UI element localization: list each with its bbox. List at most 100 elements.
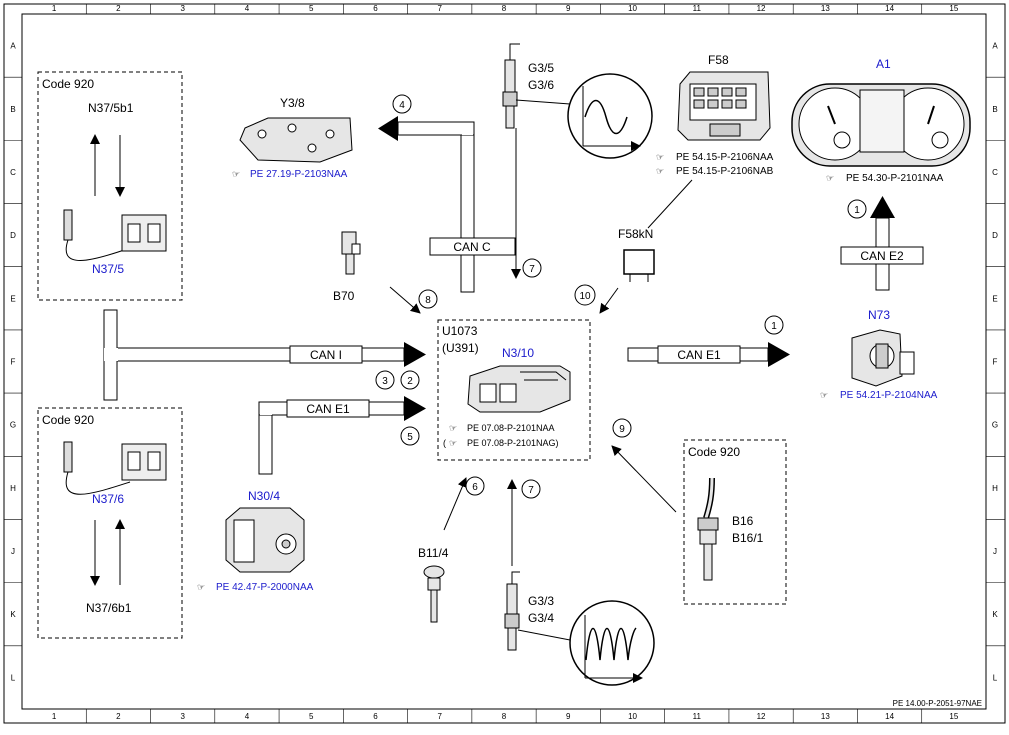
svg-text:4: 4: [399, 100, 405, 111]
grid-column-label-top: 2: [116, 4, 121, 13]
n3-10-label: N3/10: [502, 346, 534, 360]
code-920-label: Code 920: [688, 445, 740, 459]
grid-column-label-top: 15: [949, 4, 958, 13]
code-920-label: Code 920: [42, 413, 94, 427]
b70-label: B70: [333, 289, 355, 303]
can-e1-left-label: CAN E1: [306, 402, 350, 416]
n30-4-ref: PE 42.47-P-2000NAA: [216, 582, 314, 593]
marker-1: 1: [847, 199, 867, 219]
grid-row-label-right: K: [992, 610, 998, 619]
n30-4-label: N30/4: [248, 489, 280, 503]
n3-10-box: [437, 319, 591, 461]
svg-text:3: 3: [382, 376, 388, 387]
f58kn-label: F58kN: [618, 227, 653, 241]
grid-row-label-right: H: [992, 484, 998, 493]
marker-5: 5: [400, 426, 420, 446]
grid-column-label-top: 12: [757, 4, 766, 13]
b11-4-label: B11/4: [418, 546, 449, 560]
ref-icon: ☞: [449, 438, 457, 448]
marker-7: 7: [522, 258, 542, 278]
grid-column-label-top: 6: [373, 4, 378, 13]
can-e2-label: CAN E2: [860, 249, 904, 263]
grid-row-label-right: G: [992, 421, 998, 430]
grid-row-label-right: B: [992, 105, 997, 114]
grid-column-label-top: 13: [821, 4, 830, 13]
ref-icon: ☞: [197, 582, 205, 592]
n73-ref: PE 54.21-P-2104NAA: [840, 390, 938, 401]
ref-icon: ☞: [449, 423, 457, 433]
valve-body-y3-8-icon: [239, 117, 353, 163]
abs-unit-n30-4-icon: [225, 507, 305, 573]
g3-5-label: G3/5: [528, 61, 554, 75]
grid-column-label-bottom: 5: [309, 712, 314, 721]
grid-row-label-left: G: [10, 421, 16, 430]
grid-row-label-right: F: [993, 358, 998, 367]
g3-6-label: G3/6: [528, 78, 554, 92]
can-e1-right-label: CAN E1: [677, 348, 721, 362]
marker-2: 2: [400, 370, 420, 390]
svg-text:5: 5: [407, 432, 413, 443]
can-c-label: CAN C: [453, 240, 491, 254]
o2-sensor-g3-3-icon: [504, 571, 520, 651]
marker-9: 9: [612, 418, 632, 438]
svg-text:6: 6: [472, 482, 478, 493]
grid-column-label-bottom: 4: [245, 712, 250, 721]
grid-row-label-right: E: [992, 294, 997, 303]
grid-column-label-top: 3: [180, 4, 185, 13]
grid-column-label-top: 9: [566, 4, 571, 13]
ignition-switch-n73-icon: [851, 329, 915, 387]
b16-1-label: B16/1: [732, 531, 764, 545]
a1-label: A1: [876, 57, 891, 71]
f58-ref-2: PE 54.15-P-2106NAB: [676, 166, 774, 177]
code-920-label: Code 920: [42, 77, 94, 91]
grid-column-label-bottom: 3: [180, 712, 185, 721]
u1073-label: U1073: [442, 324, 478, 338]
n73-label: N73: [868, 308, 890, 322]
code-920-box-top-left: [37, 71, 183, 301]
grid-row-label-left: K: [10, 610, 16, 619]
svg-text:2: 2: [407, 376, 413, 387]
grid-column-label-bottom: 6: [373, 712, 378, 721]
grid-row-label-left: A: [10, 42, 16, 51]
grid-row-label-right: D: [992, 231, 998, 240]
f58-ref-1: PE 54.15-P-2106NAA: [676, 152, 774, 163]
n37-6-label: N37/6: [92, 492, 124, 506]
grid-column-label-bottom: 1: [52, 712, 57, 721]
n37-5-label: N37/5: [92, 262, 124, 276]
marker-10: 10: [574, 284, 596, 306]
can-e1-right-bus: CAN E1: [627, 342, 790, 367]
grid-row-label-right: A: [992, 42, 998, 51]
grid-column-label-bottom: 8: [502, 712, 507, 721]
grid-column-label-bottom: 15: [949, 712, 958, 721]
n37-5b1-label: N37/5b1: [88, 101, 134, 115]
grid-column-label-bottom: 13: [821, 712, 830, 721]
signal-wave-icon: [569, 600, 655, 686]
code-920-box-bottom-left: [37, 407, 183, 639]
g3-4-label: G3/4: [528, 611, 554, 625]
n3-10-ref-2: PE 07.08-P-2101NAG): [467, 438, 559, 448]
grid-labels: 1122334455667788991010111112121313141415…: [4, 4, 1005, 723]
can-e2-bus: CAN E2: [840, 196, 924, 291]
g3-3-label: G3/3: [528, 594, 554, 608]
sensor-b70-icon: [341, 231, 361, 275]
document-code: PE 14.00-P-2051-97NAE: [893, 699, 982, 708]
svg-text:10: 10: [579, 291, 591, 302]
marker-7: 7: [521, 479, 541, 499]
grid-column-label-top: 8: [502, 4, 507, 13]
grid-row-label-left: J: [11, 547, 15, 556]
marker-3: 3: [375, 370, 395, 390]
svg-text:8: 8: [425, 295, 431, 306]
svg-text:7: 7: [529, 264, 535, 275]
grid-row-label-left: F: [11, 358, 16, 367]
n3-10-ref-2-open: (: [443, 438, 446, 448]
can-i-bus: CAN I: [103, 309, 426, 401]
grid-column-label-bottom: 9: [566, 712, 571, 721]
f58-label: F58: [708, 53, 729, 67]
can-e1-left-bus: CAN E1: [258, 396, 426, 475]
marker-6: 6: [465, 476, 485, 496]
svg-text:9: 9: [619, 424, 625, 435]
ecu-n3-10-icon: [467, 365, 571, 413]
grid-row-label-right: L: [993, 673, 998, 682]
temp-sensor-b16-icon: [697, 477, 719, 581]
grid-column-label-top: 1: [52, 4, 57, 13]
